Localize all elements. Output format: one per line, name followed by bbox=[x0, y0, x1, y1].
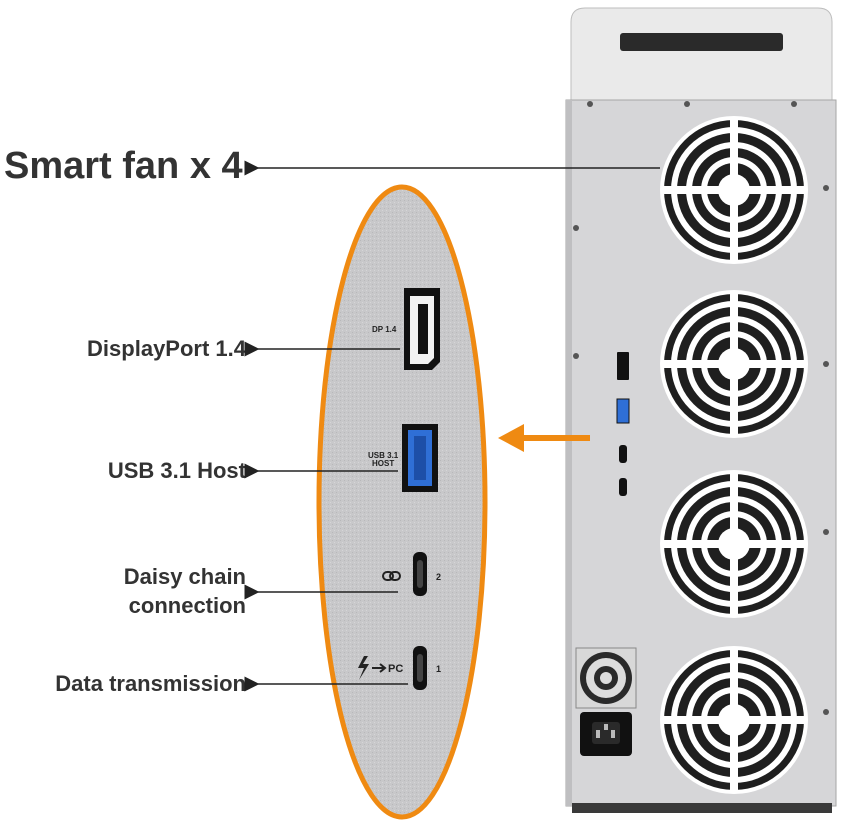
pc-marking: PC bbox=[388, 663, 403, 675]
daisy-chain-label-line1: Daisy chain bbox=[123, 564, 246, 589]
data-transmission-label: Data transmission bbox=[55, 671, 246, 696]
dp-marking: DP 1.4 bbox=[372, 325, 397, 334]
chain-link-icon bbox=[382, 571, 401, 581]
daisy-chain-label-line2: connection bbox=[128, 593, 246, 618]
zoom-arrow bbox=[498, 424, 590, 452]
psu-area bbox=[575, 647, 637, 756]
rear-ports-small bbox=[616, 352, 630, 496]
daisy-chain-label: Daisy chain connection bbox=[124, 562, 246, 620]
smart-fan-label: Smart fan x 4 bbox=[4, 145, 243, 187]
displayport-label: DisplayPort 1.4 bbox=[87, 336, 246, 361]
usb-a-port-icon bbox=[402, 424, 438, 492]
carry-handle bbox=[620, 33, 783, 51]
pc-number: 1 bbox=[436, 664, 441, 674]
thunderbolt-icon bbox=[358, 656, 369, 680]
fan-3-icon bbox=[660, 470, 808, 618]
daisy-number: 2 bbox=[436, 572, 441, 582]
leader-lines bbox=[244, 160, 660, 692]
usb-marking-line1: USB 3.1 bbox=[368, 451, 399, 460]
displayport-port-icon bbox=[404, 288, 440, 370]
usb-host-label: USB 3.1 Host bbox=[107, 458, 246, 483]
fan-2-icon bbox=[660, 290, 808, 438]
fan-1-icon bbox=[660, 116, 808, 264]
usb-marking-line2: HOST bbox=[372, 459, 394, 468]
zoomed-port-panel: DP 1.4 USB 3.1 HOST 2 PC 1 bbox=[316, 184, 488, 820]
fan-4-icon bbox=[660, 646, 808, 794]
